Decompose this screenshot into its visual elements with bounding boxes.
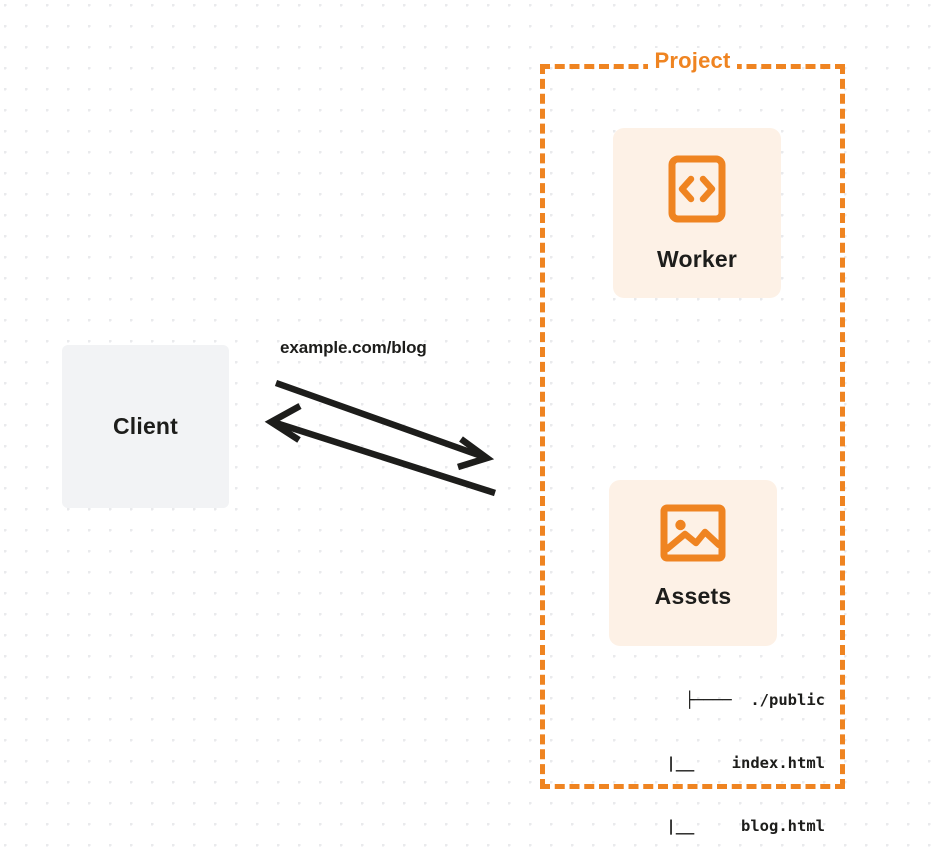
assets-card[interactable]: Assets [609, 480, 777, 646]
response-arrow-line [275, 419, 496, 497]
connection-arrows [264, 379, 496, 497]
connection-url-label: example.com/blog [280, 338, 427, 357]
assets-file-tree: ├──── ./public |__ index.html |__ blog.h… [580, 648, 825, 860]
code-brackets-icon [667, 155, 727, 223]
project-title: Project [647, 48, 738, 74]
project-group: Project Worker Assets [540, 48, 845, 835]
client-label: Client [112, 413, 179, 439]
worker-card[interactable]: Worker [613, 128, 781, 298]
file-tree-row: |__ index.html [629, 754, 825, 772]
worker-card-title: Worker [656, 246, 738, 272]
client-node[interactable]: Client [62, 345, 229, 508]
file-tree-row: |__ blog.html [629, 817, 825, 835]
response-arrow-head [264, 403, 302, 443]
request-arrow-line [274, 379, 486, 461]
request-arrow-head [457, 436, 495, 471]
assets-card-title: Assets [654, 583, 732, 609]
image-icon [660, 504, 726, 562]
file-tree-row: ├──── ./public [685, 691, 825, 709]
